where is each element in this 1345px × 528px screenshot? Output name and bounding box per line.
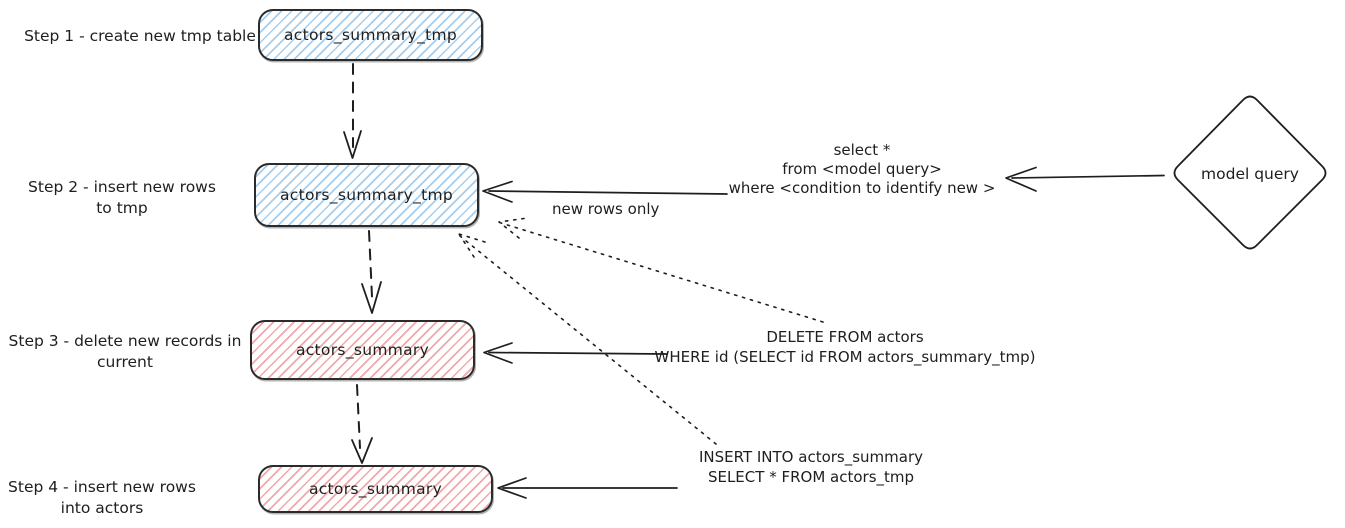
node-actors-summary-tmp-step2: actors_summary_tmp [254,163,479,227]
step2-label-line1: Step 2 - insert new rows [28,178,216,196]
step2-label: Step 2 - insert new rows to tmp [18,177,226,219]
arrow-insert-query-into-summary-node [497,477,678,499]
node-actors-summary-tmp-step1: actors_summary_tmp [258,9,483,61]
insert-query-text: INSERT INTO actors_summary SELECT * FROM… [655,447,967,487]
step2-label-line2: to tmp [96,199,148,217]
arrow-step2-to-step3 [361,230,382,314]
node-label: actors_summary [295,341,430,359]
dotted-arrow-delete-ref-tmp-node [498,217,824,323]
select-query-line2: from <model query> [782,160,942,178]
arrow-model-query-to-select-text [1005,166,1165,192]
arrow-step3-to-step4 [351,384,373,464]
node-label: actors_summary_tmp [283,26,458,44]
step1-label: Step 1 - create new tmp table [10,26,270,47]
select-query-text: select * from <model query> where <condi… [702,141,1022,198]
step4-label-line2: into actors [60,499,144,517]
node-label: actors_summary [308,480,443,498]
step3-label: Step 3 - delete new records in current [0,331,250,373]
node-actors-summary-step4: actors_summary [258,465,493,513]
node-actors-summary-step3: actors_summary [250,320,475,380]
select-query-line1: select * [833,141,891,159]
model-query-label: model query [1201,165,1299,183]
step3-label-line1: Step 3 - delete new records in [8,332,242,350]
step1-label-line1: Step 1 - create new tmp table [24,27,256,45]
delete-query-line2: WHERE id (SELECT id FROM actors_summary_… [654,348,1036,366]
delete-query-text: DELETE FROM actors WHERE id (SELECT id F… [640,327,1050,367]
node-label: actors_summary_tmp [279,186,454,204]
step3-label-line2: current [97,353,153,371]
delete-query-line1: DELETE FROM actors [766,328,924,346]
insert-query-line1: INSERT INTO actors_summary [698,448,924,466]
step4-label: Step 4 - insert new rows into actors [0,477,204,519]
insert-query-line2: SELECT * FROM actors_tmp [707,468,915,486]
edge-label-new-rows-only: new rows only [552,200,660,218]
select-query-line3: where <condition to identify new > [728,179,996,197]
step4-label-line1: Step 4 - insert new rows [8,478,196,496]
arrow-step1-to-step2 [343,63,362,159]
arrow-new-rows-into-tmp-node [482,180,728,203]
